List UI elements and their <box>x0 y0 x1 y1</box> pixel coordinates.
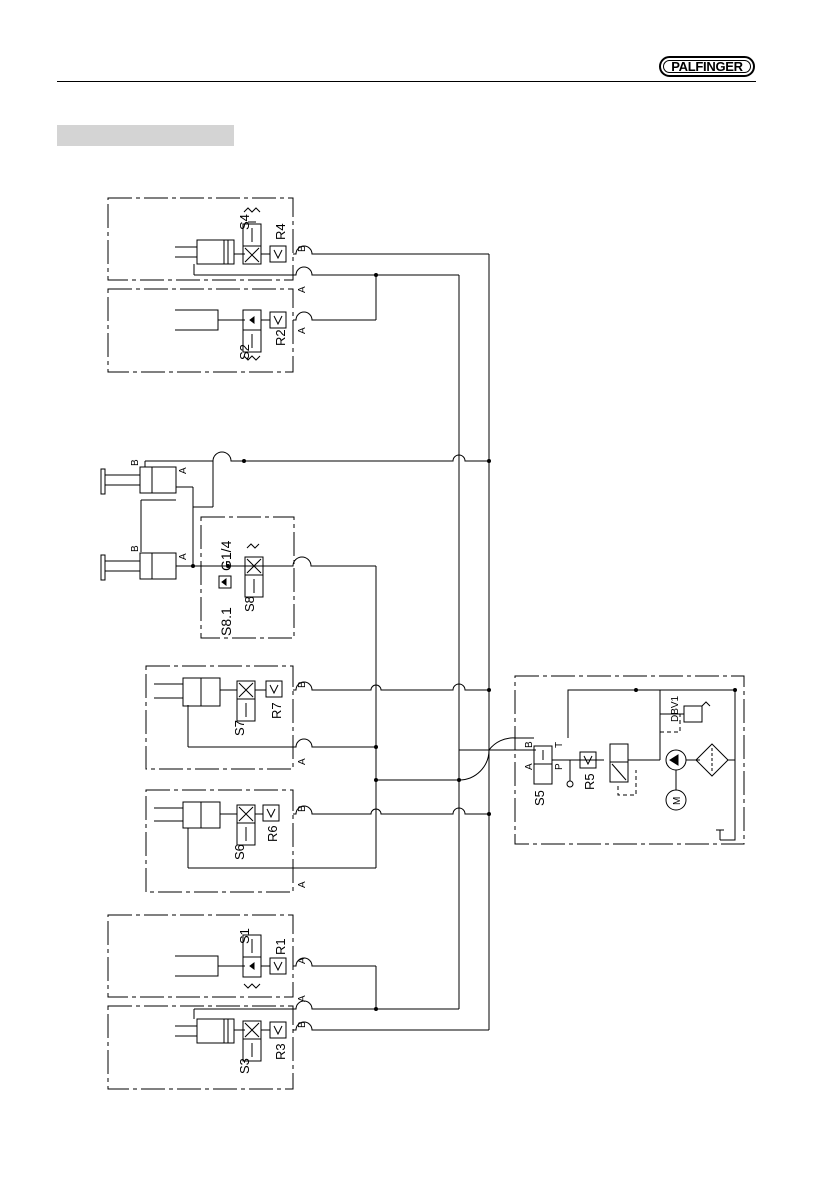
component-labels: S4 R4 S2 R2 S8 S8.1 G1/4 S7 R7 S6 R6 S1 … <box>130 214 683 1074</box>
svg-text:A: A <box>297 327 308 334</box>
label-s1: S1 <box>237 928 252 944</box>
label-s3: S3 <box>237 1058 252 1074</box>
label-r7: R7 <box>269 702 284 719</box>
box-s4 <box>108 198 293 280</box>
svg-text:P: P <box>554 763 565 770</box>
label-r3: R3 <box>273 1043 288 1060</box>
box-s3 <box>108 1006 293 1089</box>
svg-text:B: B <box>297 681 308 688</box>
component-boxes <box>108 198 744 1089</box>
label-r2: R2 <box>273 329 288 346</box>
svg-text:B: B <box>524 741 535 748</box>
label-g14: G1/4 <box>218 540 234 571</box>
svg-text:B: B <box>297 245 308 252</box>
label-motor: M <box>672 797 683 805</box>
label-s2: S2 <box>237 344 252 360</box>
svg-text:A: A <box>297 758 308 765</box>
svg-text:B: B <box>130 545 141 552</box>
svg-text:A: A <box>297 957 308 964</box>
svg-text:B: B <box>297 805 308 812</box>
label-s5: S5 <box>532 790 547 806</box>
label-s6: S6 <box>232 844 247 860</box>
label-s7: S7 <box>232 720 247 736</box>
svg-text:A: A <box>524 763 535 770</box>
label-s81: S8.1 <box>218 607 234 636</box>
label-s4: S4 <box>237 214 252 230</box>
label-r1: R1 <box>273 938 288 955</box>
cylinders <box>101 240 293 1043</box>
label-r5: R5 <box>582 773 597 790</box>
svg-text:A: A <box>178 553 189 560</box>
label-r4: R4 <box>273 223 288 240</box>
pipe-lines <box>141 246 536 1030</box>
svg-text:A: A <box>297 286 308 293</box>
svg-text:A: A <box>297 995 308 1002</box>
svg-text:B: B <box>130 459 141 466</box>
svg-text:T: T <box>554 742 565 748</box>
svg-text:A: A <box>178 467 189 474</box>
label-r6: R6 <box>265 825 280 842</box>
label-dbv1: DBV1 <box>670 695 681 722</box>
label-s8: S8 <box>242 596 257 612</box>
box-s8 <box>201 517 294 638</box>
svg-text:A: A <box>297 881 308 888</box>
svg-text:B: B <box>297 1021 308 1028</box>
